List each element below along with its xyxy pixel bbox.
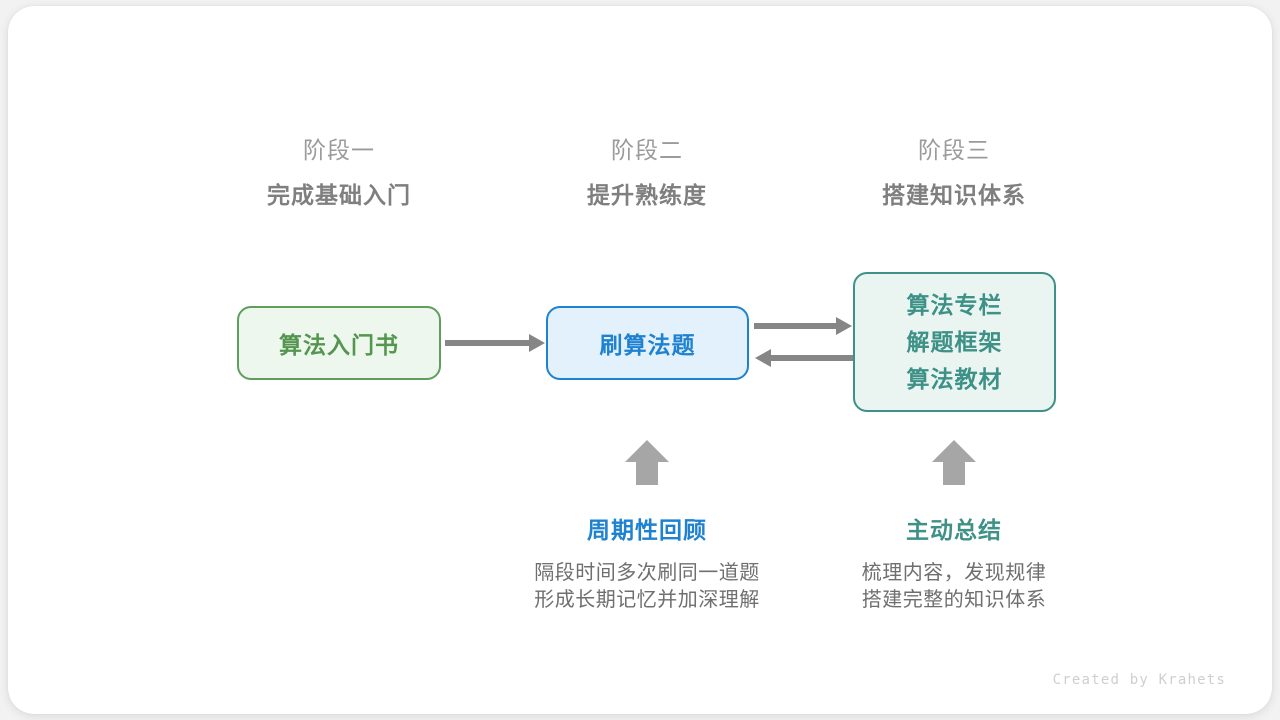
diagram-card: 阶段一 完成基础入门 阶段二 提升熟练度 阶段三 搭建知识体系 算法入门书 刷算… <box>8 6 1272 714</box>
node-practice-problems[interactable]: 刷算法题 <box>546 306 749 380</box>
note-desc-summary-line2: 搭建完整的知识体系 <box>861 589 1047 611</box>
node-label-resources-line1: 算法专栏 <box>906 291 1003 318</box>
stage-title-2: 提升熟练度 <box>587 182 707 208</box>
node-algorithm-intro-book[interactable]: 算法入门书 <box>237 306 441 380</box>
node-label-resources-line3: 算法教材 <box>906 365 1003 392</box>
node-knowledge-resources[interactable]: 算法专栏 解题框架 算法教材 <box>853 272 1056 412</box>
arrow-up-review-icon <box>624 438 670 486</box>
note-desc-review: 隔段时间多次刷同一道题 形成长期记忆并加深理解 <box>477 560 817 614</box>
arrow-book-to-practice-icon <box>445 340 530 346</box>
note-periodic-review: 周期性回顾 隔段时间多次刷同一道题 形成长期记忆并加深理解 <box>477 514 817 614</box>
note-desc-summary: 梳理内容，发现规律 搭建完整的知识体系 <box>784 560 1124 614</box>
arrow-up-summary-icon <box>931 438 977 486</box>
stage-title-1: 完成基础入门 <box>267 182 411 208</box>
stage-header-1: 阶段一 完成基础入门 <box>189 134 489 212</box>
stage-index-2: 阶段二 <box>611 137 683 163</box>
note-desc-review-line2: 形成长期记忆并加深理解 <box>534 589 760 611</box>
note-title-review: 周期性回顾 <box>587 517 707 543</box>
node-label-book: 算法入门书 <box>279 332 399 358</box>
stage-index-1: 阶段一 <box>303 137 375 163</box>
stage-header-2: 阶段二 提升熟练度 <box>497 134 797 212</box>
note-active-summary: 主动总结 梳理内容，发现规律 搭建完整的知识体系 <box>784 514 1124 614</box>
stage-title-3: 搭建知识体系 <box>882 182 1026 208</box>
stage-index-3: 阶段三 <box>918 137 990 163</box>
note-desc-review-line1: 隔段时间多次刷同一道题 <box>534 562 760 584</box>
node-label-practice: 刷算法题 <box>599 332 696 358</box>
arrow-practice-to-resources-icon <box>754 323 837 329</box>
note-desc-summary-line1: 梳理内容，发现规律 <box>861 562 1047 584</box>
note-title-summary: 主动总结 <box>906 517 1002 543</box>
footer-credit: Created by Krahets <box>1052 672 1226 688</box>
stage-header-3: 阶段三 搭建知识体系 <box>804 134 1104 212</box>
arrow-resources-to-practice-icon <box>770 355 853 361</box>
node-label-resources-line2: 解题框架 <box>906 328 1003 355</box>
